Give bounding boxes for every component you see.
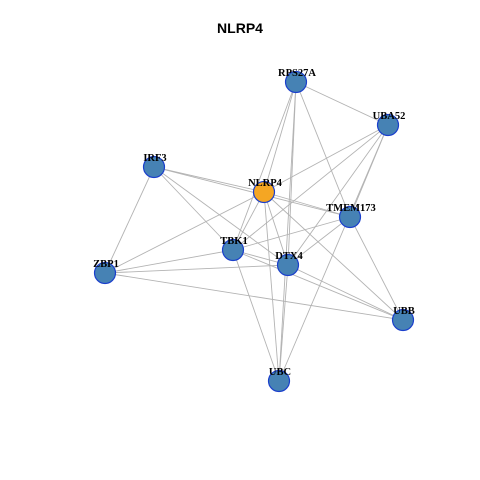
edge-dtx4-zbp1 [104,264,289,274]
node-label: TBK1 [220,236,247,247]
node-dtx4[interactable]: DTX4 [275,251,303,277]
edge-tmem173-ubb [349,216,404,321]
diagram-title: NLRP4 [217,20,263,36]
edge-rps27a-ubc [278,81,297,382]
node-label: NLRP4 [248,178,283,189]
node-label: UBA52 [373,111,406,122]
edge-rps27a-uba52 [295,81,389,126]
edge-rps27a-nlrp4 [263,81,297,193]
edge-irf3-tmem173 [153,166,351,218]
node-label: DTX4 [275,251,303,262]
node-circle[interactable] [391,308,415,332]
edge-tbk1-zbp1 [104,249,234,274]
edge-layer [104,81,404,382]
node-circle[interactable] [284,70,308,94]
edge-uba52-ubc [278,124,389,382]
node-circle[interactable] [276,253,300,277]
node-tmem173[interactable]: TMEM173 [326,203,376,229]
node-uba52[interactable]: UBA52 [373,111,406,137]
node-circle[interactable] [221,238,245,262]
node-circle[interactable] [142,155,166,179]
node-rps27a[interactable]: RPS27A [278,68,316,94]
edge-rps27a-tbk1 [232,81,297,251]
node-circle[interactable] [267,369,291,393]
node-ubc[interactable]: UBC [267,367,292,393]
node-circle[interactable] [338,205,362,229]
node-circle[interactable] [93,261,117,285]
edge-nlrp4-ubc [263,191,280,382]
edge-tbk1-ubc [232,249,280,382]
node-label: ZBP1 [93,259,119,270]
node-irf3[interactable]: IRF3 [142,153,167,179]
edge-nlrp4-dtx4 [263,191,289,266]
edge-irf3-nlrp4 [153,166,265,193]
node-label: UBC [269,367,291,378]
node-circle[interactable] [376,113,400,137]
edge-uba52-nlrp4 [263,124,389,193]
edge-dtx4-ubc [278,264,289,382]
node-label: RPS27A [278,68,316,79]
edge-uba52-tbk1 [232,124,389,251]
edge-nlrp4-tmem173 [263,191,351,218]
edge-nlrp4-zbp1 [104,191,265,274]
edge-dtx4-ubb [287,264,404,321]
node-tbk1[interactable]: TBK1 [220,236,248,262]
edge-zbp1-ubb [104,272,404,321]
node-ubb[interactable]: UBB [391,306,415,332]
edge-tmem173-dtx4 [287,216,351,266]
edge-rps27a-tmem173 [295,81,351,218]
edge-tmem173-tbk1 [232,216,351,251]
node-zbp1[interactable]: ZBP1 [93,259,119,285]
edge-irf3-dtx4 [153,166,289,266]
node-label: UBB [393,306,415,317]
edge-uba52-dtx4 [287,124,389,266]
edge-tbk1-ubb [232,249,404,321]
edge-irf3-tbk1 [153,166,234,251]
node-label: IRF3 [143,153,166,164]
edge-irf3-zbp1 [104,166,155,274]
edge-nlrp4-ubb [263,191,404,321]
node-circle[interactable] [252,180,276,204]
node-nlrp4[interactable]: NLRP4 [248,178,283,204]
node-label: TMEM173 [326,203,376,214]
node-layer: NLRP4 RPS27A UBA52IRF3TMEM173TBK1DTX4ZBP1U… [93,68,415,393]
